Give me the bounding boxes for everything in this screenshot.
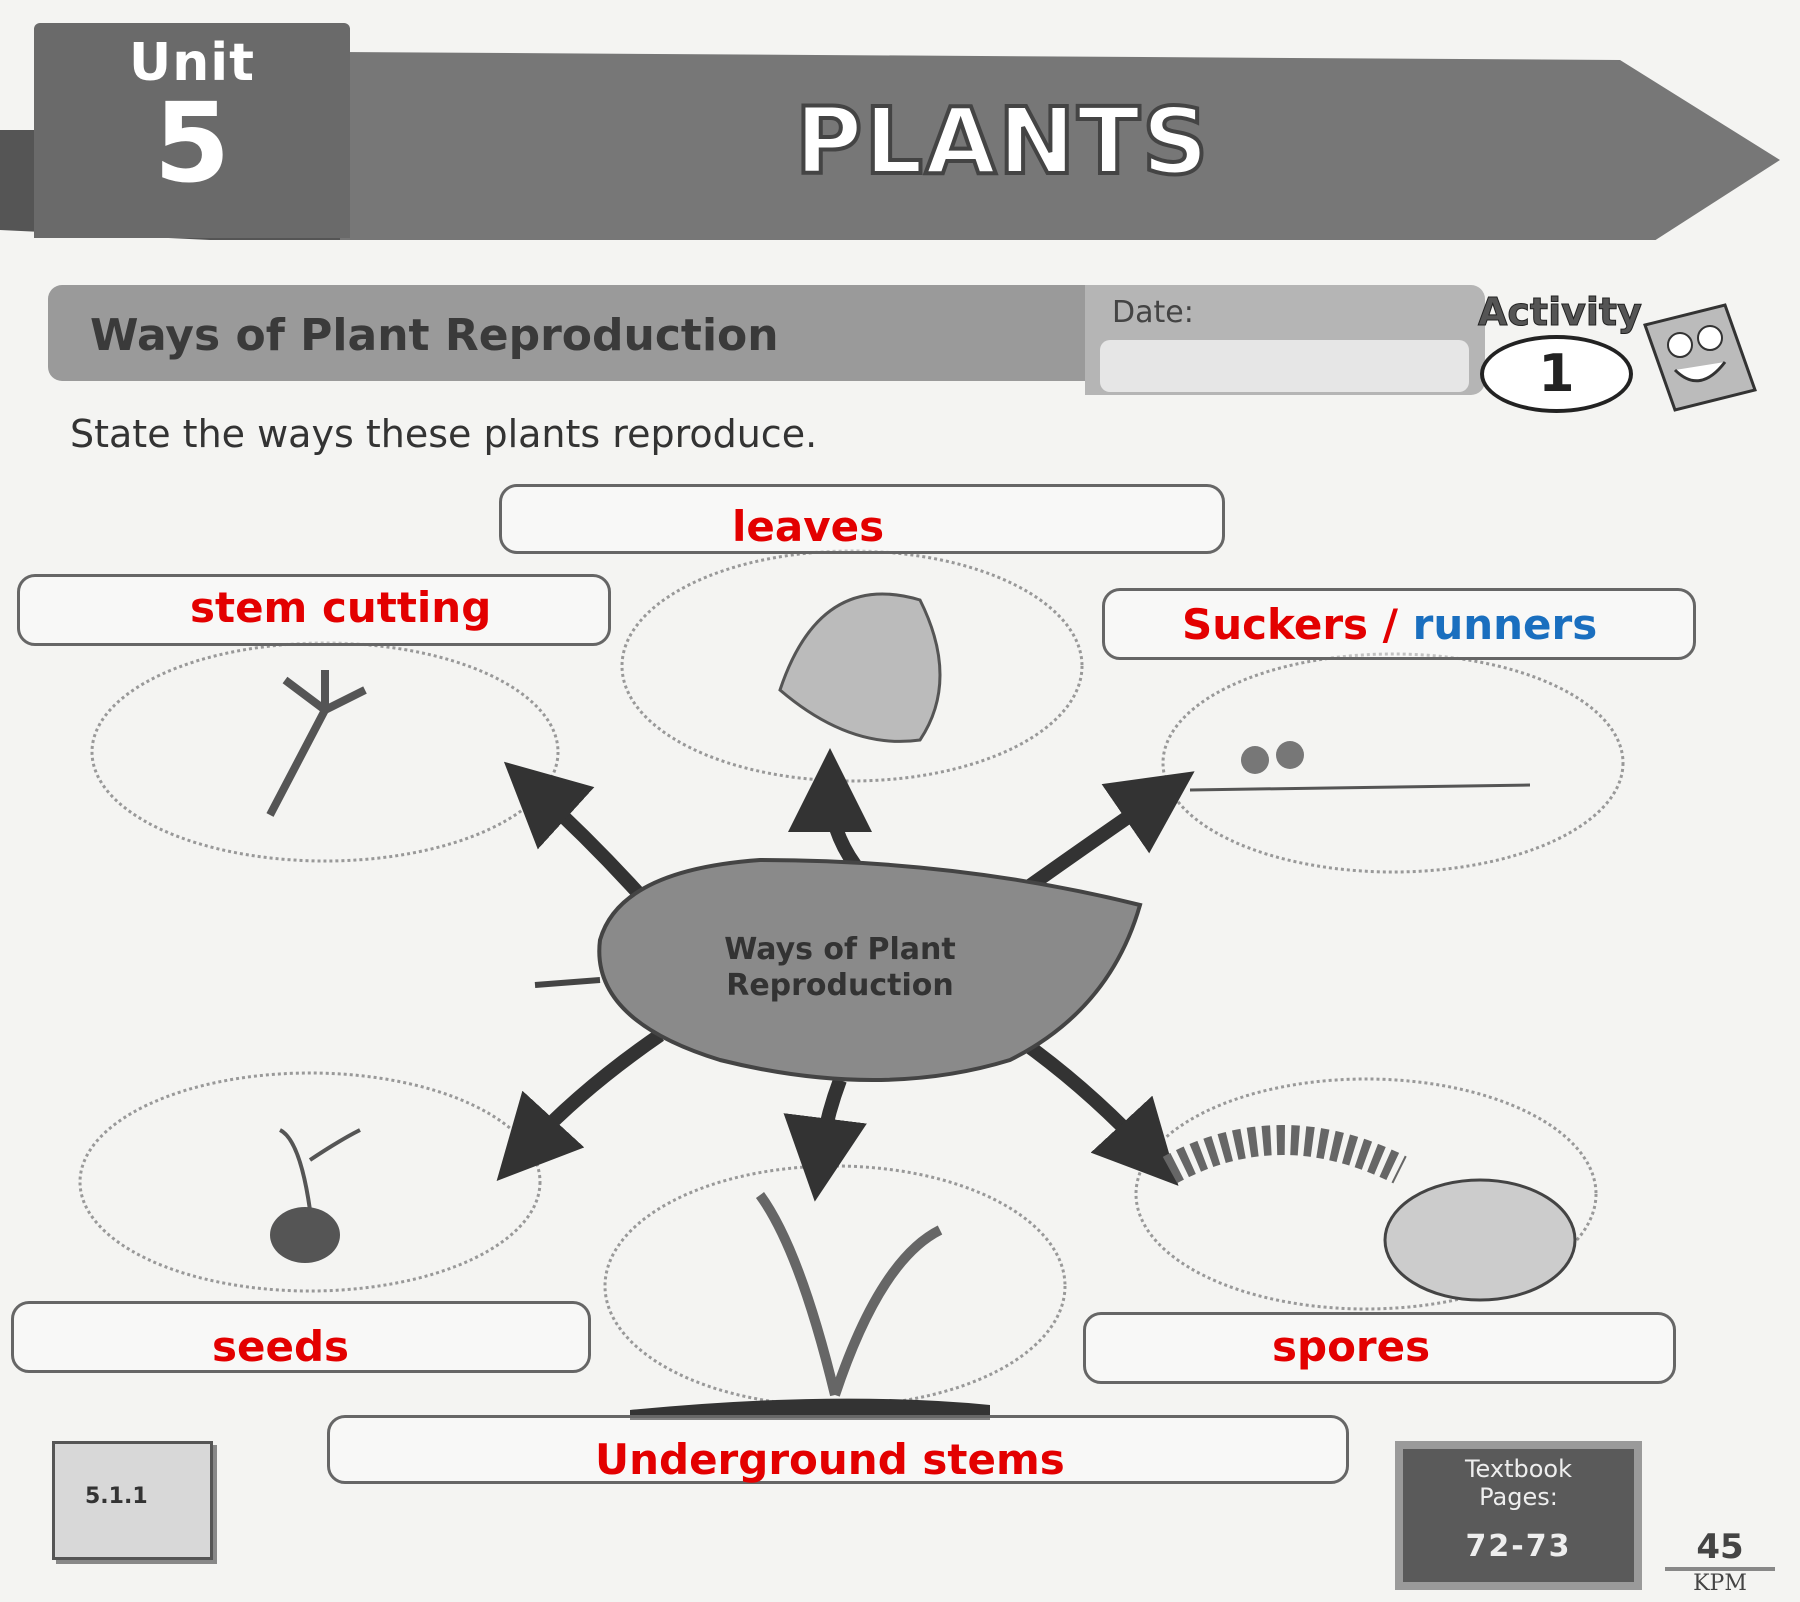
pages-label: Pages:: [1479, 1483, 1558, 1511]
runners-answer: runners: [1412, 600, 1598, 649]
standard-code: 5.1.1: [85, 1484, 148, 1509]
activity-label: Activity: [1478, 290, 1643, 335]
spores-picture-frame: [1134, 1077, 1598, 1311]
seeds-answer: seeds: [212, 1322, 350, 1371]
suckers-runners-answer: Suckers / runners: [1182, 600, 1597, 649]
stem-cutting-plant-icon: [266, 670, 367, 817]
center-label-line1: Ways of Plant: [724, 932, 956, 967]
date-field[interactable]: [1100, 340, 1469, 392]
answer-separator: /: [1382, 600, 1399, 649]
stem-cutting-answer-box[interactable]: [17, 574, 611, 646]
publisher-label: KPM: [1693, 1571, 1747, 1596]
book-mascot-icon: [1643, 303, 1757, 412]
spores-answer: spores: [1272, 1322, 1431, 1371]
textbook-pages: 72-73: [1465, 1529, 1572, 1564]
stem-cutting-picture-frame: [90, 641, 560, 863]
textbook-label: Textbook: [1464, 1455, 1573, 1483]
page-number: 45: [1665, 1527, 1775, 1571]
underground-stems-picture-frame: [603, 1164, 1067, 1408]
unit-label: Unit: [129, 33, 255, 93]
textbook-pages-board: Textbook Pages: 72-73: [1395, 1441, 1642, 1590]
underground-stems-answer-box[interactable]: [327, 1415, 1349, 1484]
standard-code-board: 5.1.1: [52, 1441, 213, 1560]
stem-cutting-answer: stem cutting: [190, 583, 492, 632]
center-label-line2: Reproduction: [726, 968, 954, 1003]
activity-number: 1: [1480, 335, 1633, 413]
unit-badge: Unit 5: [34, 23, 350, 238]
unit-title: PLANTS: [793, 86, 1211, 197]
center-label: Ways of Plant Reproduction: [660, 932, 1020, 1004]
leaves-answer-box[interactable]: [499, 484, 1225, 554]
fern-spores-icon: [1162, 1125, 1577, 1302]
instruction-text: State the ways these plants reproduce.: [70, 412, 818, 456]
center-leaf-icon: [597, 857, 1143, 1082]
suckers-runners-answer-box[interactable]: [1102, 588, 1696, 660]
suckers-picture-frame: [1161, 652, 1625, 874]
suckers-answer: Suckers: [1182, 600, 1369, 649]
underground-stem-plant-icon: [630, 1192, 990, 1420]
leaf-plant-icon: [778, 592, 942, 743]
seeds-picture-frame: [78, 1071, 542, 1293]
seedling-icon: [270, 1128, 361, 1263]
leaves-answer: leaves: [732, 502, 885, 551]
spores-answer-box[interactable]: [1083, 1312, 1676, 1384]
page-number-badge: 45 KPM: [1665, 1527, 1775, 1596]
underground-stems-answer: Underground stems: [595, 1435, 1065, 1484]
activity-title-bar: [48, 285, 1088, 381]
seeds-answer-box[interactable]: [11, 1301, 591, 1373]
unit-number: 5: [153, 79, 231, 207]
activity-title: Ways of Plant Reproduction: [90, 310, 779, 361]
date-label: Date:: [1112, 295, 1194, 330]
strawberry-plant-icon: [1189, 741, 1531, 792]
